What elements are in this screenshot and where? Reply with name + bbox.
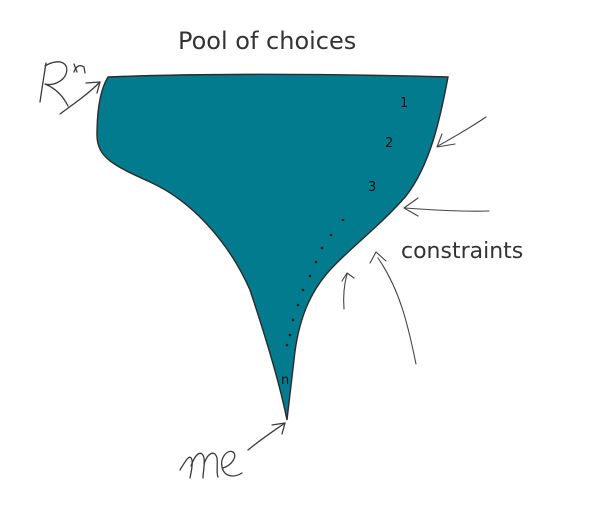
space-label-rn [39,61,86,107]
choice-label-2: 2 [385,136,393,151]
diagram-title: Pool of choices [178,27,356,55]
choice-region [96,73,449,421]
constraint-arrow-4 [341,272,355,310]
constraint-arrow-3 [369,251,417,365]
choice-label-n: n [281,373,289,388]
rn-arrow [59,81,101,115]
me-label [179,450,243,479]
me-arrow [247,422,286,451]
choice-label-1: 1 [400,96,408,111]
constraint-arrow-1 [436,116,487,148]
choice-label-3: 3 [368,180,376,195]
constraint-arrow-2 [403,197,490,217]
constraints-label: constraints [401,239,523,264]
ellipsis-dots [285,218,345,347]
